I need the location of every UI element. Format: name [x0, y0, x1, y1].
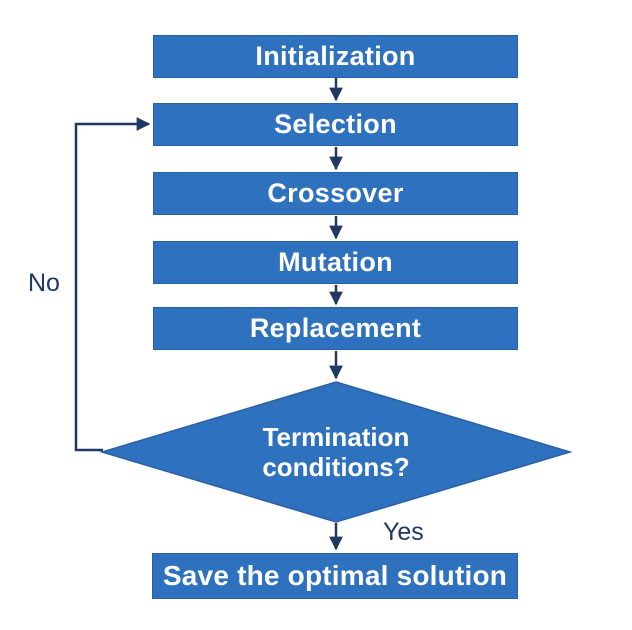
decision-label-line2: conditions?	[262, 452, 410, 482]
yes-edge-label: Yes	[383, 518, 424, 546]
decision-diamond	[99, 381, 573, 523]
end-save-optimal-solution: Save the optimal solution	[152, 553, 518, 599]
step-crossover-label: Crossover	[267, 178, 404, 208]
step-initialization: Initialization	[153, 35, 518, 78]
step-replacement-label: Replacement	[249, 313, 422, 343]
step-selection-label: Selection	[274, 109, 397, 139]
step-mutation: Mutation	[153, 241, 518, 284]
step-replacement: Replacement	[153, 307, 518, 350]
decision-label: Termination conditions?	[206, 422, 466, 482]
step-initialization-label: Initialization	[255, 41, 416, 71]
end-box-label: Save the optimal solution	[162, 560, 508, 591]
step-mutation-label: Mutation	[278, 247, 393, 277]
no-edge-label: No	[28, 269, 60, 297]
step-crossover: Crossover	[153, 172, 518, 215]
arrow-no-loopback	[74, 117, 151, 452]
decision-label-line1: Termination	[262, 422, 410, 452]
step-selection: Selection	[153, 103, 518, 146]
